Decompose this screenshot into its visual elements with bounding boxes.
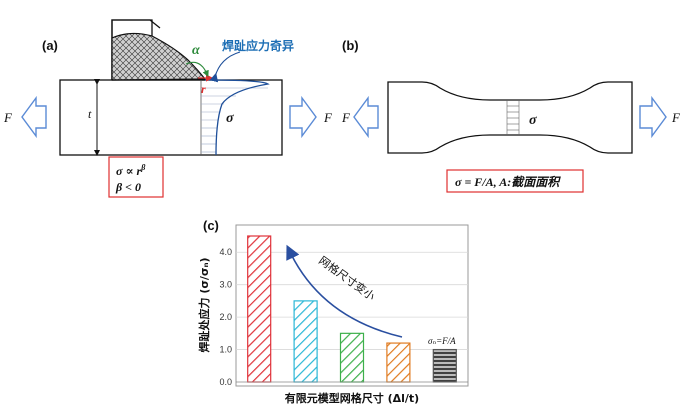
formula-b: σ = F/A, A:截面面积: [455, 175, 561, 189]
y-tick-label: 0.0: [219, 377, 232, 387]
plate-a: [59, 79, 283, 156]
sigma-label-a: σ: [226, 111, 234, 126]
force-arrow-right-a: [289, 95, 317, 139]
panel-a-label: (a): [42, 38, 58, 53]
force-arrow-left-a: [21, 95, 47, 139]
bar-3: [339, 332, 365, 383]
force-label-right-b: F: [671, 110, 681, 125]
bar-annotation: σₙ=F/A: [428, 336, 456, 346]
formula-line1: σ ∝ rβ: [116, 163, 146, 178]
mesh-size-arrow: [286, 244, 403, 338]
thickness-label: t: [88, 107, 92, 121]
toe-singularity-annotation: 焊趾应力奇异: [222, 38, 294, 53]
force-label-left-a: F: [3, 110, 13, 125]
chart-plot-area: 0.0 1.0 2.0 3.0 4.0: [219, 235, 468, 387]
bar-5: [432, 348, 457, 383]
force-arrow-left-b: [353, 95, 379, 139]
sigma-label-b: σ: [529, 113, 537, 128]
alpha-arc: [185, 61, 209, 78]
weld-bead: [111, 32, 207, 81]
formula-line2: β < 0: [115, 180, 141, 194]
bar-2: [293, 300, 318, 383]
y-tick-label: 4.0: [219, 247, 232, 257]
stress-distribution-a: [200, 79, 270, 156]
bar-1: [247, 235, 272, 383]
chart-xlabel: 有限元模型网格尺寸 (Δl/t): [285, 391, 419, 405]
force-arrow-right-b: [639, 95, 667, 139]
dogbone-specimen: [387, 81, 633, 154]
section-hatch-b: [506, 100, 520, 135]
chart-ylabel: 焊趾处应力 (σ/σₙ): [197, 257, 211, 352]
alpha-label: α: [192, 43, 200, 58]
y-tick-label: 1.0: [219, 345, 232, 355]
formula-box-a: [108, 156, 164, 198]
force-label-right-a: F: [323, 110, 333, 125]
annotation-pointer: [209, 51, 241, 83]
r-label: r: [201, 82, 206, 96]
panel-b-label: (b): [342, 38, 359, 53]
panel-c-label: (c): [203, 218, 219, 233]
force-label-left-b: F: [341, 110, 351, 125]
y-tick-label: 3.0: [219, 280, 232, 290]
bar-4: [386, 342, 411, 383]
y-tick-label: 2.0: [219, 312, 232, 322]
formula-box-b: [446, 169, 584, 193]
